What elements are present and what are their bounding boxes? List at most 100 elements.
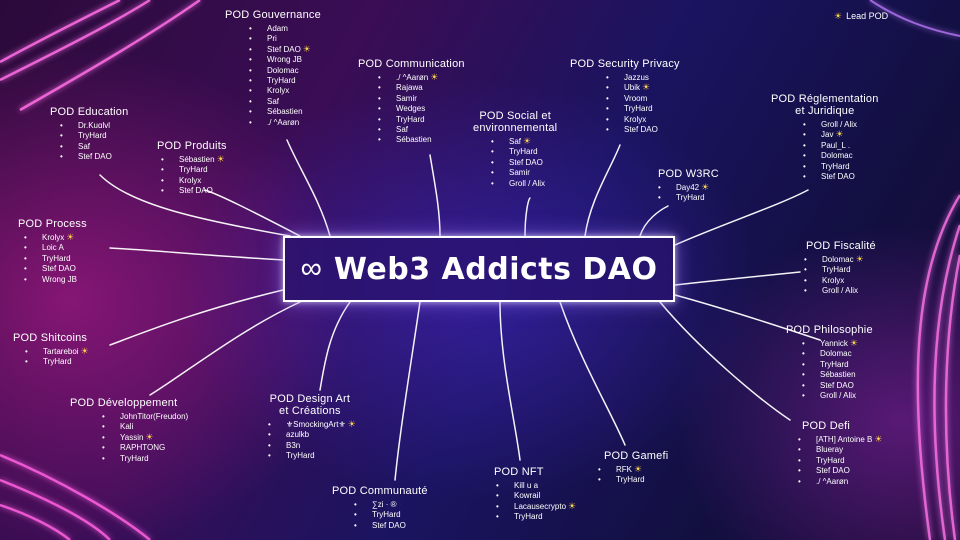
member-name: Sébastien <box>820 370 856 380</box>
member-item: TryHard <box>494 512 576 523</box>
member-name: TryHard <box>179 165 208 175</box>
member-item: Krolyx <box>802 276 876 287</box>
member-name: Groll / Alix <box>821 120 858 129</box>
member-item: RAPHTONG <box>100 443 188 454</box>
pod-title: POD Développement <box>70 397 178 409</box>
member-item: Stef DAO <box>159 186 227 197</box>
member-name: Samir <box>509 168 530 178</box>
legend: ☀ Lead POD <box>834 11 888 21</box>
lead-sun-icon: ☀ <box>302 43 311 54</box>
lead-sun-icon: ☀ <box>216 154 225 164</box>
pod-defi: POD Defi [ATH] Antoine B☀BluerayTryHardS… <box>798 420 882 487</box>
member-name: Sébastien <box>396 135 432 145</box>
member-item: Dolomac <box>800 349 873 360</box>
member-name: Stef DAO <box>509 157 543 167</box>
member-item: Tartareboi☀ <box>23 347 89 358</box>
member-item: azulkb <box>266 430 356 441</box>
member-item: ./ ^Aarøn <box>796 477 882 488</box>
lead-sun-icon: ☀ <box>701 182 710 192</box>
pod-title-line1: POD Réglementation <box>771 93 879 105</box>
member-name: Stef DAO <box>624 125 658 135</box>
member-name: Ubik <box>624 83 641 93</box>
member-name: Stef DAO <box>821 172 855 182</box>
pod-title-line2: et Créations <box>279 405 341 417</box>
lead-sun-icon: ☀ <box>568 500 577 511</box>
lead-sun-icon: ☀ <box>145 431 154 442</box>
member-name: Yassin <box>120 432 144 442</box>
member-list: Dr.KuɑlvlTryHardSafStef DAO <box>58 121 128 163</box>
member-name: Jav <box>821 130 834 140</box>
member-name: TryHard <box>821 161 850 171</box>
member-name: Dolomac <box>820 349 852 359</box>
lead-sun-icon: ☀ <box>66 232 75 242</box>
member-name: Blueray <box>816 445 844 455</box>
member-list: JazzusUbik☀VroomTryHardKrolyxStef DAO <box>604 73 680 136</box>
member-item: Samir <box>376 94 465 105</box>
member-name: ∑zi · ® <box>372 500 397 509</box>
pod-title: POD Communication <box>358 58 465 70</box>
member-name: Stef DAO <box>816 466 850 476</box>
member-item: Sébastien <box>376 135 465 146</box>
pod-gamefi: POD Gamefi RFK☀TryHard <box>598 450 668 486</box>
member-item: Wrong JB <box>247 55 321 66</box>
member-name: ⚜SmockingArt⚜ <box>286 420 346 429</box>
member-name: TryHard <box>624 104 653 114</box>
pod-philosophie: POD Philosophie Yannick☀DolomacTryHardSé… <box>786 324 873 402</box>
lead-sun-icon: ☀ <box>347 419 356 429</box>
member-item: Stef DAO <box>58 152 128 163</box>
pod-title-line2: et Juridique <box>795 105 855 117</box>
member-name: [ATH] Antoine B <box>816 435 873 444</box>
member-name: TryHard <box>820 359 849 369</box>
member-item: Samir <box>489 168 557 179</box>
member-name: Groll / Alix <box>822 286 859 296</box>
pod-title: POD Defi <box>802 420 851 432</box>
member-name: Sébastien <box>267 107 303 117</box>
member-list: Groll / AlixJav☀Paul_L .DolomacTryHardSt… <box>801 120 879 183</box>
member-name: Stef DAO <box>42 264 76 274</box>
member-item: Blueray <box>796 445 882 456</box>
member-item: Stef DAO☀ <box>247 43 321 55</box>
member-item: TryHard <box>352 510 428 521</box>
member-name: ./ ^Aarøn <box>267 117 300 127</box>
member-item: [ATH] Antoine B☀ <box>796 434 883 446</box>
member-name: Saf <box>78 141 91 151</box>
member-item: ./ ^Aarøn <box>247 117 321 129</box>
member-item: Sébastien☀ <box>159 154 227 166</box>
pod-communication: POD Communication ./ ^Aarøn☀RajawaSamirW… <box>358 58 465 146</box>
member-item: ./ ^Aarøn☀ <box>376 73 465 84</box>
member-item: TryHard <box>596 475 668 486</box>
lead-sun-icon: ☀ <box>874 434 883 444</box>
member-item: RFK☀ <box>596 465 668 476</box>
member-item: Dolomac <box>247 65 321 77</box>
legend-label: Lead POD <box>846 11 889 21</box>
pod-title-line2: environnemental <box>473 122 558 134</box>
neon-arc-top-right <box>869 0 960 37</box>
pod-title: POD W3RC <box>658 168 719 180</box>
member-item: Saf <box>376 125 465 136</box>
member-name: TryHard <box>514 512 543 522</box>
member-name: Jazzus <box>624 73 649 82</box>
lead-sun-icon: ☀ <box>849 338 858 348</box>
member-name: Kowrail <box>514 491 541 501</box>
member-item: Kali <box>100 422 188 433</box>
member-name: TryHard <box>372 510 401 520</box>
member-item: Dolomac <box>801 151 879 162</box>
member-name: Adam <box>267 24 288 33</box>
member-list: Krolyx☀Loic ATryHardStef DAOWrong JB <box>22 232 87 286</box>
sun-icon: ☀ <box>834 11 843 21</box>
member-list: AdamPriStef DAO☀Wrong JBDolomacTryHardKr… <box>247 24 321 128</box>
member-item: Groll / Alix <box>489 179 557 190</box>
member-item: TryHard <box>100 454 188 465</box>
pod-nft: POD NFT Kill u aKowrailLacausecrypto☀Try… <box>494 466 576 523</box>
member-item: ⚜SmockingArt⚜☀ <box>266 419 356 431</box>
member-name: TryHard <box>286 451 315 461</box>
member-item: TryHard <box>800 359 873 371</box>
member-name: azulkb <box>286 430 310 440</box>
member-item: Saf <box>58 141 128 153</box>
member-name: TryHard <box>822 265 851 275</box>
member-item: TryHard <box>58 131 128 142</box>
pod-title: POD NFT <box>494 466 544 478</box>
neon-arc-bottom-left <box>0 453 151 540</box>
lead-sun-icon: ☀ <box>835 129 844 140</box>
member-name: Dolomac <box>267 65 299 75</box>
